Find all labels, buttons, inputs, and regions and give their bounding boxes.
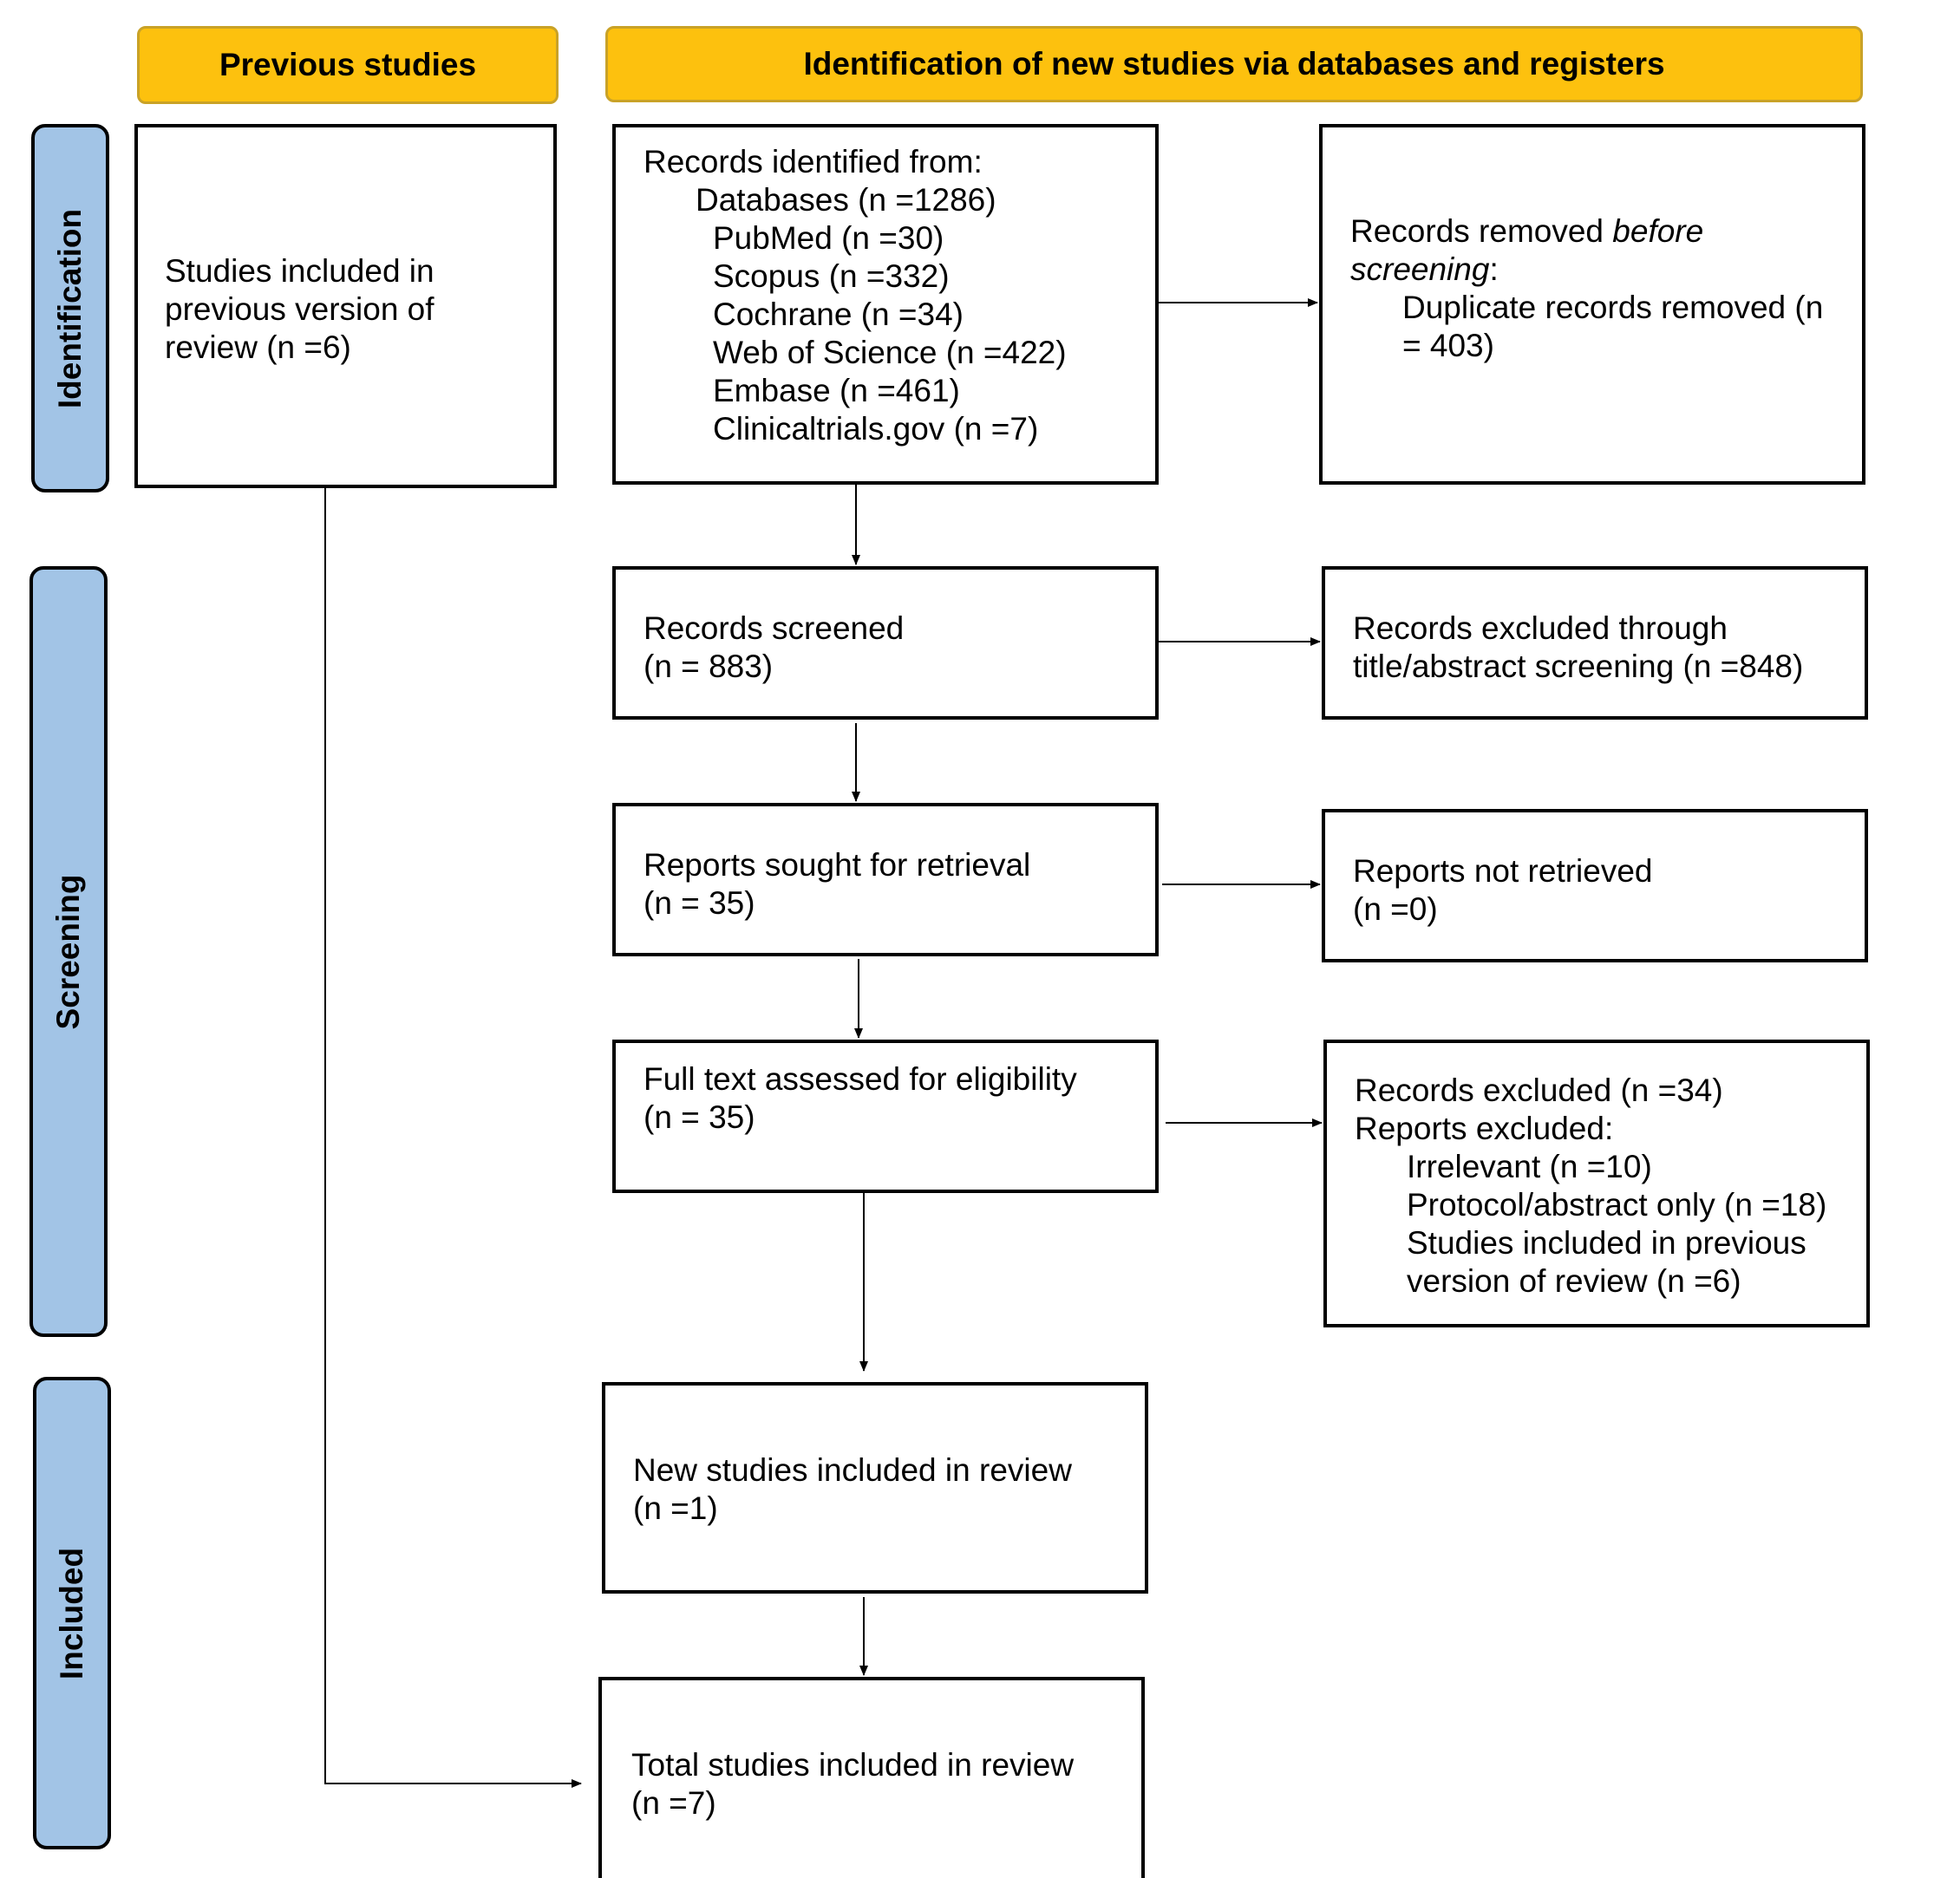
reports-sought-count: (n = 35) [644,885,755,921]
records-excluded-screening-box: Records excluded through title/abstract … [1322,566,1868,720]
reports-not-retrieved-count: (n =0) [1353,891,1438,927]
reason-previous-review-1: Studies included in previous [1407,1225,1806,1261]
total-studies-included-label: Total studies included in review [631,1747,1075,1783]
source-embase: Embase (n =461) [713,373,960,408]
source-web-of-science: Web of Science (n =422) [713,335,1067,370]
reason-protocol-abstract: Protocol/abstract only (n =18) [1407,1187,1827,1223]
new-studies-included-box: New studies included in review (n =1) [602,1382,1148,1594]
reports-not-retrieved-box: Reports not retrieved (n =0) [1322,809,1868,962]
reports-not-retrieved-label: Reports not retrieved [1353,853,1653,889]
header-new-studies: Identification of new studies via databa… [605,26,1863,102]
full-text-count: (n = 35) [644,1099,755,1135]
reports-sought-label: Reports sought for retrieval [644,847,1031,883]
reports-sought-box: Reports sought for retrieval (n = 35) [612,803,1159,956]
new-studies-included-count: (n =1) [633,1490,718,1526]
records-removed-heading: Records removed before screening: [1350,213,1704,287]
source-pubmed: PubMed (n =30) [713,220,944,256]
arrow-previous-to-total [324,488,582,1788]
previous-studies-box: Studies included in previous version of … [134,124,557,488]
records-screened-label: Records screened [644,610,905,646]
previous-studies-text: Studies included in previous version of … [165,253,434,365]
full-text-box: Full text assessed for eligibility (n = … [612,1040,1159,1193]
full-text-excluded-box: Records excluded (n =34) Reports exclude… [1323,1040,1870,1327]
total-studies-included-box: Total studies included in review (n =7) [598,1677,1145,1878]
records-screened-box: Records screened (n = 883) [612,566,1159,720]
phase-screening: Screening [29,566,108,1337]
records-removed-box: Records removed before screening: Duplic… [1319,124,1865,485]
records-excluded-count: Records excluded (n =34) [1355,1073,1723,1108]
records-identified-box: Records identified from: Databases (n =1… [612,124,1159,485]
records-excluded-screening-count: title/abstract screening (n =848) [1353,649,1804,684]
duplicates-removed: Duplicate records removed (n = 403) [1402,290,1824,363]
reason-previous-review-2: version of review (n =6) [1407,1263,1741,1299]
source-clinicaltrials: Clinicaltrials.gov (n =7) [713,411,1039,447]
reason-irrelevant: Irrelevant (n =10) [1407,1149,1652,1184]
records-excluded-screening-label: Records excluded through [1353,610,1728,646]
records-identified-heading: Records identified from: [644,144,983,179]
reports-excluded-heading: Reports excluded: [1355,1111,1614,1146]
full-text-label: Full text assessed for eligibility [644,1061,1077,1097]
records-screened-count: (n = 883) [644,649,774,684]
source-cochrane: Cochrane (n =34) [713,297,964,332]
total-studies-included-count: (n =7) [631,1785,716,1821]
databases-count: Databases (n =1286) [696,182,996,218]
header-previous-studies: Previous studies [137,26,559,104]
phase-included: Included [33,1377,111,1849]
new-studies-included-label: New studies included in review [633,1452,1072,1488]
phase-identification: Identification [31,124,109,492]
source-scopus: Scopus (n =332) [713,258,950,294]
